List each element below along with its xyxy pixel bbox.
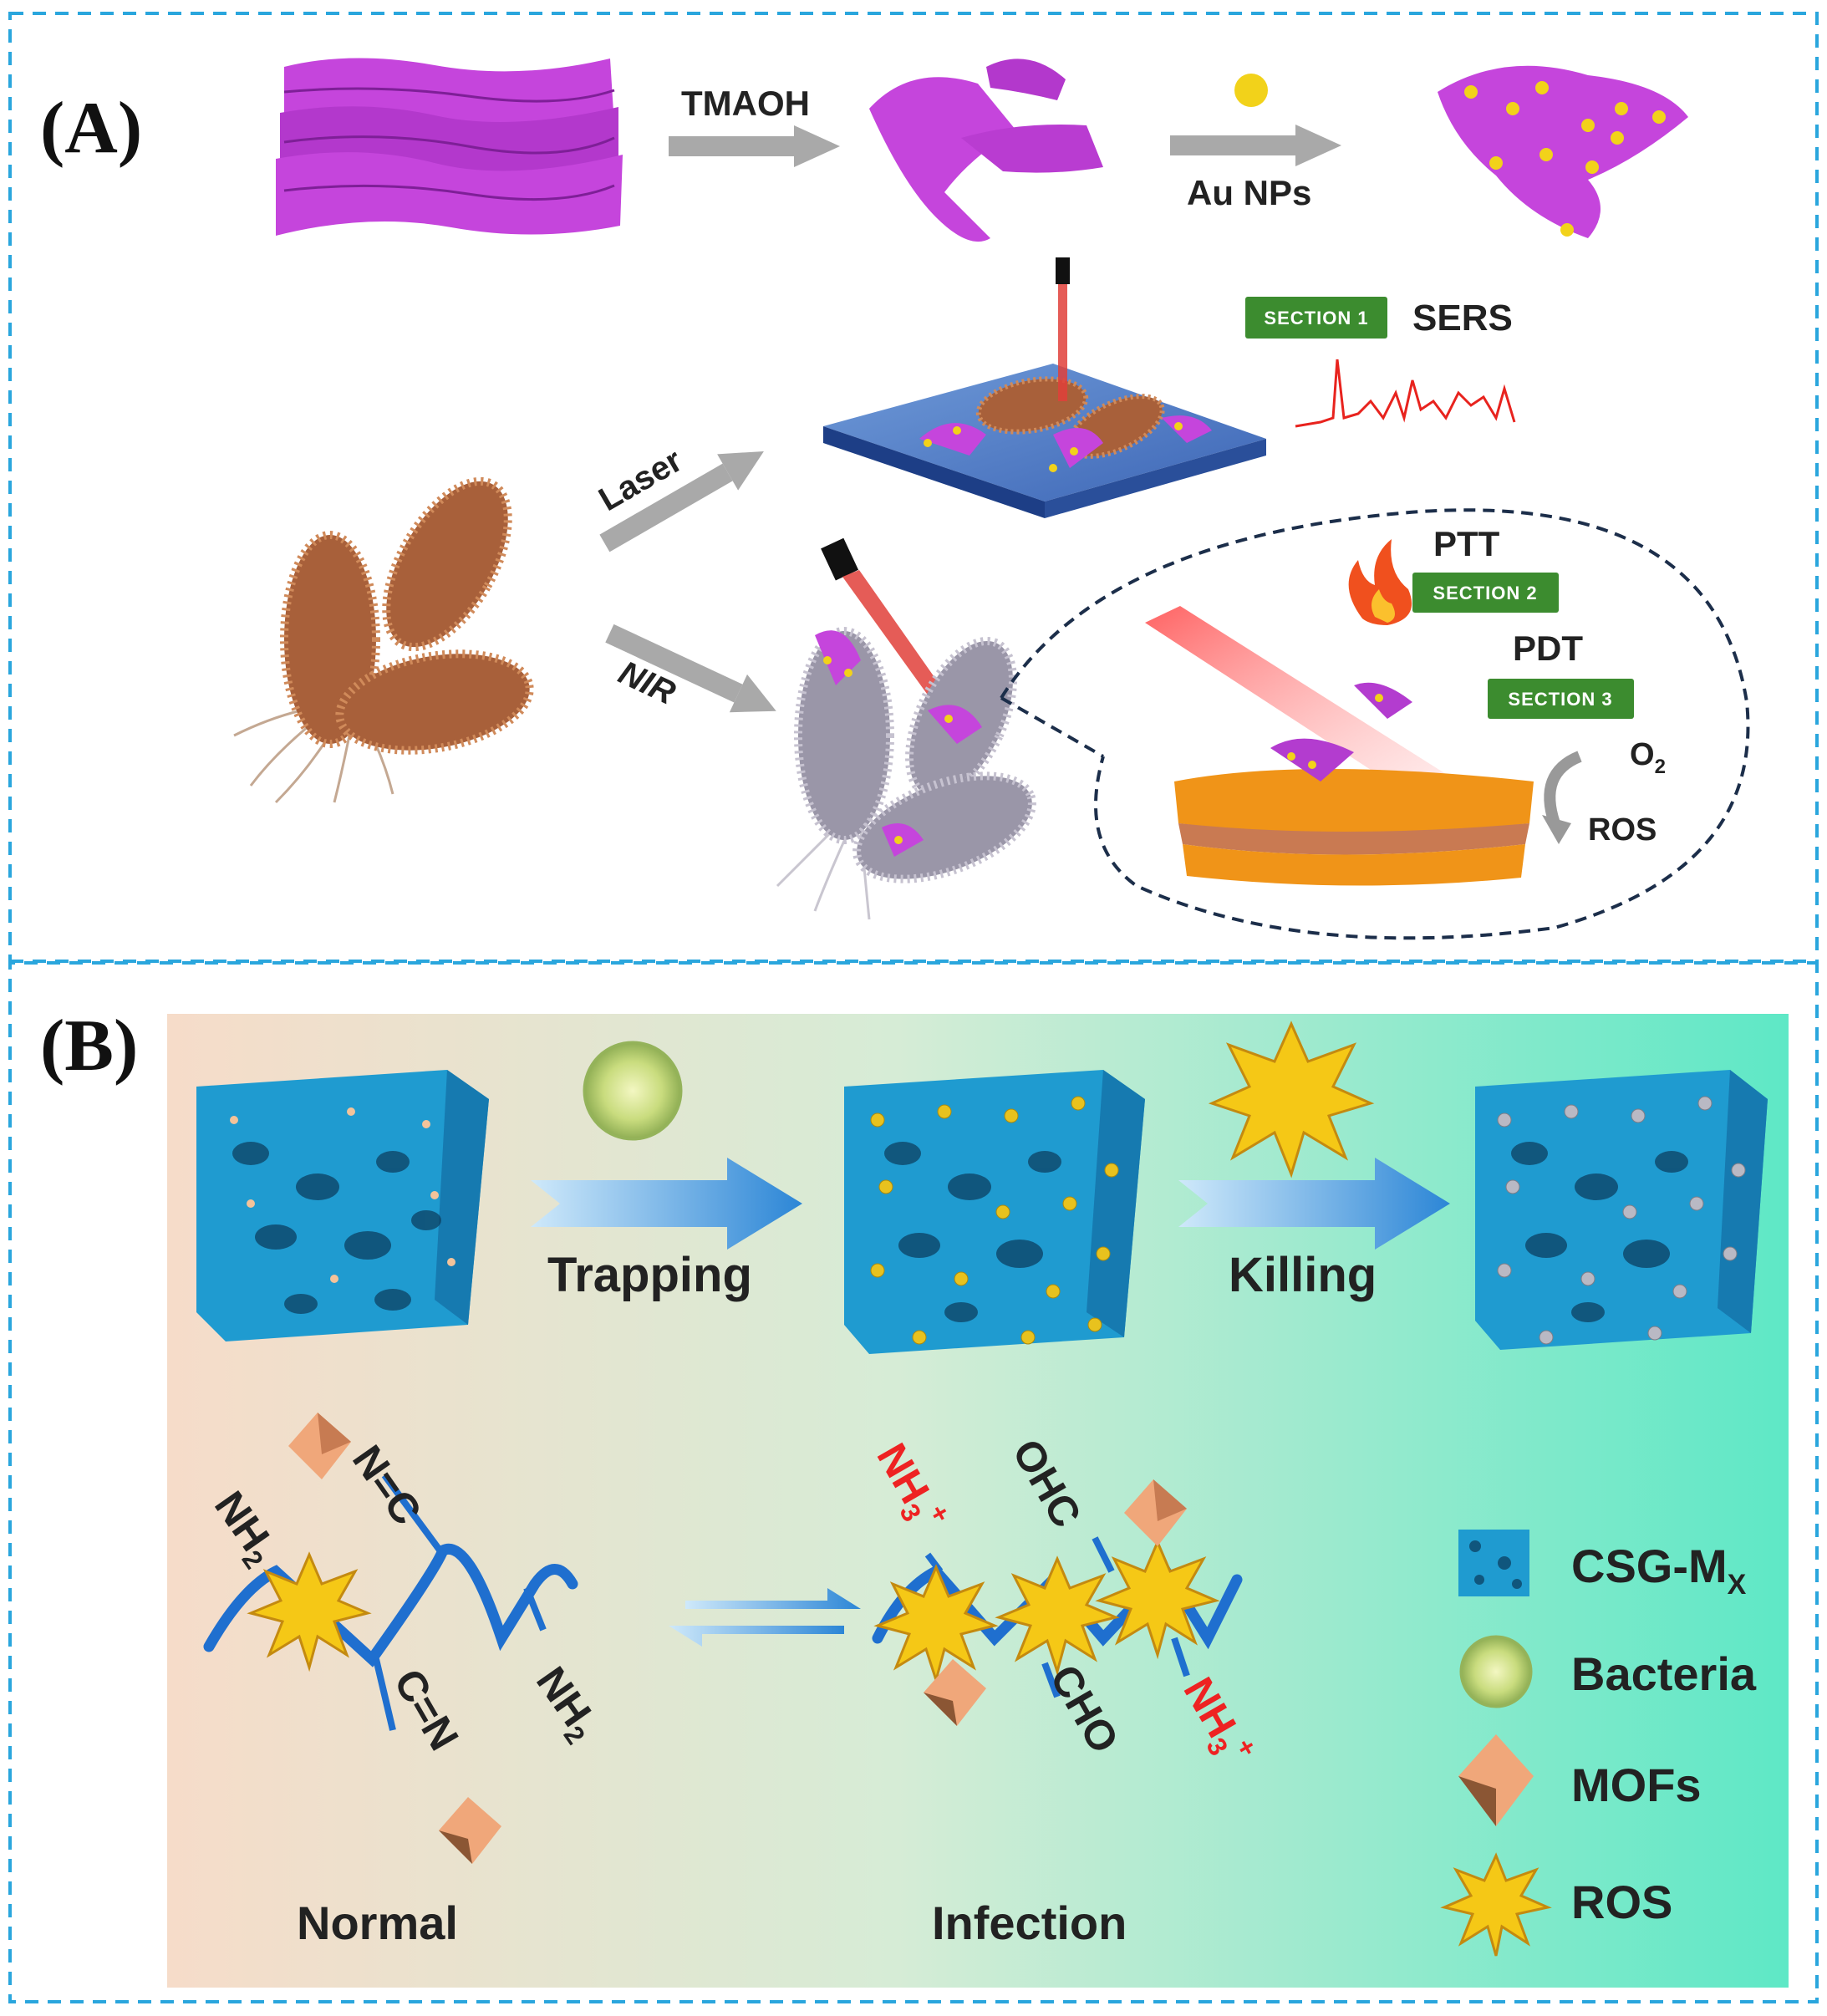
bacteria-sphere bbox=[583, 1041, 683, 1141]
legend-ros-label: ROS bbox=[1571, 1876, 1672, 1928]
section-3-badge: SECTION 3 bbox=[1488, 679, 1634, 719]
arrow-nir bbox=[605, 624, 776, 713]
svg-text:SECTION 1: SECTION 1 bbox=[1264, 308, 1368, 328]
label-ptt: PTT bbox=[1433, 524, 1500, 563]
stacked-nanosheets bbox=[276, 58, 623, 236]
legend-ros-icon bbox=[1440, 1852, 1552, 1957]
panel-b-border bbox=[8, 960, 1819, 2003]
gray-bacteria-cluster bbox=[776, 627, 1036, 920]
mof-octahedron-1 bbox=[288, 1413, 351, 1479]
label-o2: O2 bbox=[1630, 737, 1666, 778]
label-ros-a: ROS bbox=[1588, 812, 1657, 848]
section-2-badge: SECTION 2 bbox=[1412, 573, 1559, 613]
foam-cube-1 bbox=[196, 1070, 489, 1341]
legend-bacteria-icon bbox=[1459, 1635, 1533, 1708]
label-pdt: PDT bbox=[1513, 629, 1583, 668]
sers-substrate bbox=[823, 364, 1266, 518]
laser-pointer-icon bbox=[1056, 257, 1070, 401]
normal-chain bbox=[203, 1473, 578, 1731]
mof-octahedron-4 bbox=[924, 1659, 986, 1726]
arrow-tmaoh bbox=[669, 125, 840, 167]
label-tmaoh: TMAOH bbox=[681, 84, 810, 123]
label-normal: Normal bbox=[297, 1896, 458, 1949]
mof-octahedron-2 bbox=[439, 1797, 501, 1864]
arrow-killing bbox=[1178, 1158, 1450, 1250]
sers-spectrum bbox=[1295, 359, 1516, 428]
legend-csg-icon bbox=[1458, 1530, 1529, 1596]
bacteria-cluster bbox=[233, 476, 534, 804]
exfoliated-nanosheets bbox=[869, 59, 1103, 242]
foam-cube-2 bbox=[844, 1070, 1145, 1354]
mof-octahedron-3 bbox=[1124, 1479, 1187, 1546]
legend-csg-label: CSG-MX bbox=[1571, 1540, 1747, 1601]
label-sers: SERS bbox=[1412, 298, 1513, 339]
panel-a-letter: (A) bbox=[40, 88, 142, 169]
au-nanoparticle bbox=[1234, 74, 1268, 107]
ros-starburst bbox=[1208, 1021, 1375, 1179]
lipid-membrane bbox=[1174, 682, 1534, 886]
ros-stars-infection bbox=[873, 1539, 1220, 1685]
foam-cube-3 bbox=[1475, 1070, 1768, 1350]
cycle-arrow-icon bbox=[1542, 751, 1582, 844]
zoom-laser-beam bbox=[1145, 606, 1471, 802]
legend-mofs-icon bbox=[1458, 1734, 1534, 1826]
au-decorated-nanosheets bbox=[1438, 65, 1688, 238]
zoom-connector bbox=[1000, 696, 1104, 758]
panel-b-letter: (B) bbox=[40, 1005, 138, 1087]
arrow-trapping bbox=[531, 1158, 802, 1250]
arrow-laser bbox=[599, 451, 764, 552]
ros-star-normal bbox=[247, 1551, 372, 1672]
zoom-bubble bbox=[1000, 508, 1750, 940]
flame-icon bbox=[1348, 539, 1412, 625]
label-au-nps: Au NPs bbox=[1187, 173, 1311, 212]
legend: CSG-MX Bacteria MOFs ROS bbox=[1440, 1530, 1757, 1957]
bond-n-c bbox=[381, 1473, 446, 1557]
label-trapping: Trapping bbox=[547, 1248, 752, 1302]
arrow-au-nps bbox=[1170, 125, 1341, 166]
svg-text:SECTION 2: SECTION 2 bbox=[1433, 583, 1537, 603]
svg-text:SECTION 3: SECTION 3 bbox=[1508, 689, 1612, 710]
label-infection: Infection bbox=[932, 1896, 1127, 1949]
legend-mofs-label: MOFs bbox=[1571, 1759, 1702, 1811]
equilibrium-arrow-icon bbox=[669, 1588, 861, 1647]
legend-bacteria-label: Bacteria bbox=[1571, 1647, 1757, 1700]
bond-c-n bbox=[373, 1658, 396, 1731]
section-1-badge: SECTION 1 bbox=[1245, 297, 1387, 339]
label-killing: Killing bbox=[1229, 1248, 1377, 1302]
